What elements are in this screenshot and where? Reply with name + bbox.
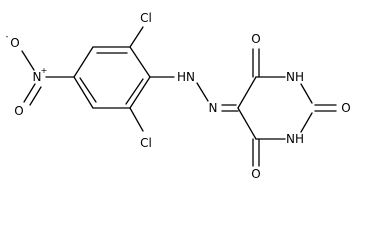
atom-hydrazone-nh: HN — [177, 70, 195, 84]
bond-nitro-o-minus — [21, 50, 35, 71]
atom-cl-top: Cl — [140, 11, 152, 25]
bond-cl-top — [129, 26, 144, 48]
bond-pyr-c6-c5 — [237, 107, 257, 140]
charge-nitro-n: + — [41, 66, 48, 75]
bond-nitro-o-double-a — [23, 83, 36, 103]
bond-nitro-o-double-b — [29, 86, 42, 106]
charge-nitro-o-minus: - — [6, 32, 9, 41]
bond-pyr-n3-c2 — [300, 83, 313, 104]
bonds — [21, 26, 337, 167]
atom-carbonyl-o-bottom: O — [251, 167, 260, 181]
bond-nh-n — [196, 82, 209, 102]
atom-labels: Cl Cl O - N + O HN N O NH O NH O — [6, 11, 351, 181]
atom-nitro-o-minus: O — [10, 36, 19, 50]
atom-ring-nh-top: NH — [286, 70, 304, 84]
bond-cl-bottom — [129, 107, 144, 132]
bond-pyr-c5-c4 — [237, 76, 257, 109]
chemical-structure-diagram: Cl Cl O - N + O HN N O NH O NH O — [6, 11, 351, 181]
atom-carbonyl-o-right: O — [341, 101, 350, 115]
bond-benzene-6 — [73, 46, 94, 78]
atom-cl-bottom: Cl — [140, 136, 152, 150]
bond-pyr-c2-n1 — [300, 112, 313, 133]
bond-benzene-3 — [129, 76, 151, 109]
atom-ring-nh-bottom: NH — [286, 132, 304, 146]
bond-benzene-inner-right — [125, 78, 144, 105]
atom-carbonyl-o-top: O — [251, 32, 260, 46]
bond-benzene-5 — [73, 76, 94, 109]
bond-benzene-inner-left — [79, 77, 97, 103]
atom-nitro-o-double: O — [14, 104, 23, 118]
bond-benzene-2 — [129, 46, 151, 78]
atom-hydrazone-n: N — [209, 101, 218, 115]
atom-nitro-n: N — [33, 70, 42, 84]
